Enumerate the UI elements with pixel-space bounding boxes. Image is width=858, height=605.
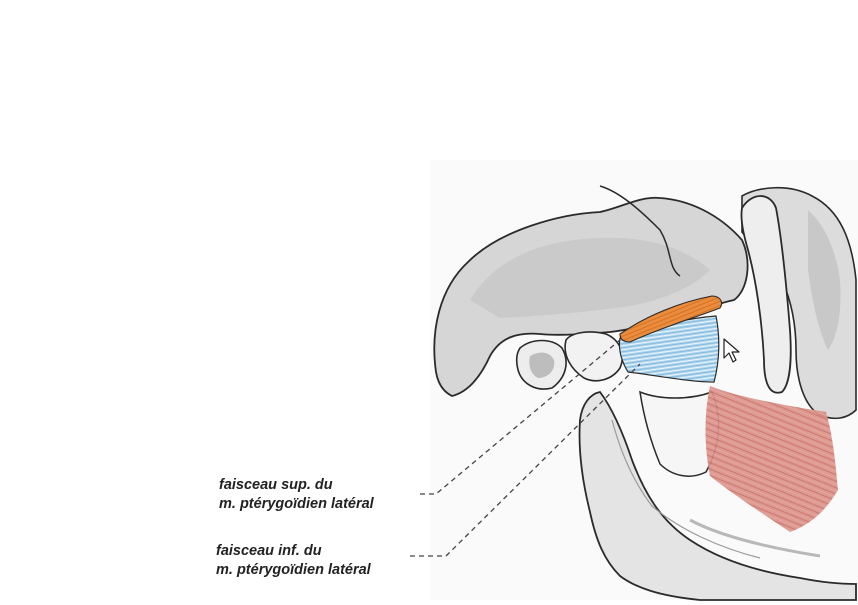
inferior-bundle-label: faisceau inf. du m. ptérygoïdien latéral [216, 542, 371, 580]
mouse-cursor-icon [723, 338, 740, 363]
mandible [578, 390, 857, 601]
inferior-bundle-label-line1: faisceau inf. du [216, 543, 322, 559]
superior-leader-line [420, 339, 621, 495]
superior-bundle-muscle [619, 295, 723, 343]
condyle [515, 331, 624, 390]
superior-bundle-label: faisceau sup. du m. ptérygoïdien latéral [219, 476, 374, 514]
superior-bundle-label-line1: faisceau sup. du [219, 477, 333, 493]
inferior-leader-line [410, 363, 641, 557]
inferior-bundle-label-line2: m. ptérygoïdien latéral [216, 562, 371, 578]
superior-bundle-label-line2: m. ptérygoïdien latéral [219, 496, 374, 512]
masseter-muscle [705, 386, 838, 532]
zygomatic-process [740, 195, 792, 394]
temporal-bone [433, 185, 749, 397]
